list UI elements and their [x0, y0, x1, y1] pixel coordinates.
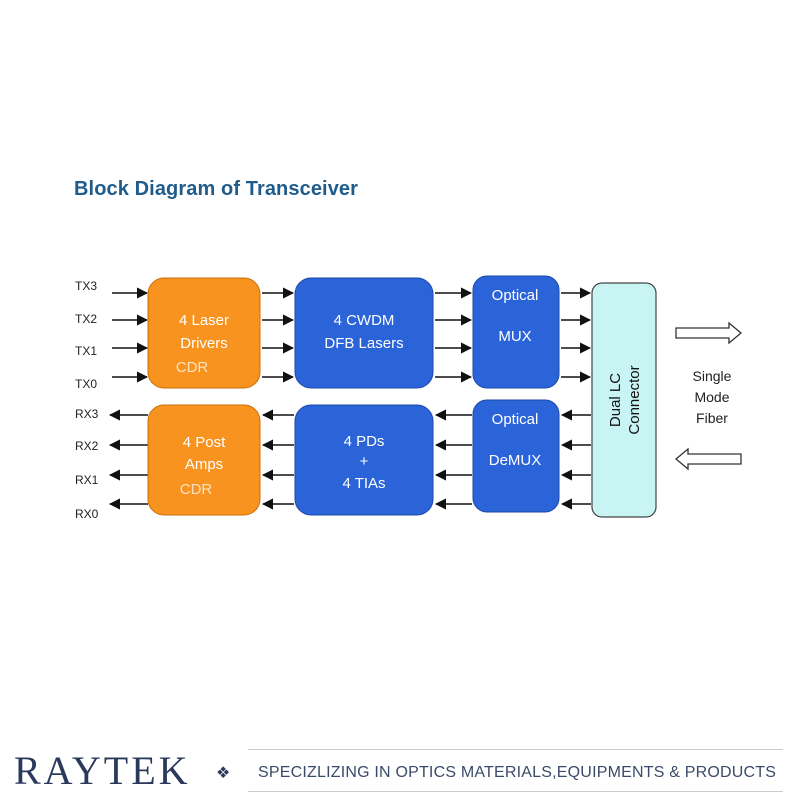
- mux-to-connector-arrows: [561, 287, 592, 383]
- pds-tias-line1: 4 PDs: [344, 433, 385, 450]
- raytek-logo: RAYTEK: [14, 748, 191, 793]
- pds-tias-block: [294, 404, 434, 516]
- fiber-in-arrow-icon: [674, 447, 742, 471]
- cwdm-lasers-line1: 4 CWDM: [334, 312, 395, 329]
- pds-tias-line2: +: [360, 453, 369, 470]
- tx2-label: TX2: [75, 312, 97, 326]
- tx0-label: TX0: [75, 377, 97, 391]
- post-amps-line1: 4 Post: [183, 434, 226, 451]
- footer-divider-top: [248, 749, 783, 750]
- laser-drivers-line2: Drivers: [180, 335, 228, 352]
- optical-mux-line2: MUX: [498, 328, 531, 345]
- diamond-icon: ❖: [216, 763, 231, 782]
- laser-to-mux-arrows: [435, 287, 473, 383]
- fiber-out-arrow-icon: [675, 321, 743, 345]
- connector-to-demux-arrows: [560, 409, 591, 510]
- connector-line2: Connector: [626, 365, 643, 434]
- transceiver-block-diagram: TX3 TX2 TX1 TX0 RX3 RX2 RX1 RX0 4 Laser …: [75, 275, 743, 521]
- footer: RAYTEK ❖ SPECIZLIZING IN OPTICS MATERIAL…: [0, 745, 800, 800]
- fiber-line1: Single: [693, 368, 732, 384]
- dual-lc-connector-block: [591, 282, 657, 518]
- laser-drivers-line3: CDR: [176, 359, 209, 376]
- footer-tagline: SPECIZLIZING IN OPTICS MATERIALS,EQUIPME…: [258, 764, 777, 781]
- rx2-label: RX2: [75, 439, 99, 453]
- post-amps-line2: Amps: [185, 456, 223, 473]
- tx1-label: TX1: [75, 344, 97, 358]
- optical-demux-block: [472, 399, 560, 513]
- laser-drivers-line1: 4 Laser: [179, 312, 229, 329]
- tx-input-arrows: [112, 287, 149, 383]
- cwdm-lasers-line2: DFB Lasers: [324, 335, 403, 352]
- optical-demux-line1: Optical: [492, 411, 539, 428]
- fiber-line3: Fiber: [696, 410, 728, 426]
- rx1-label: RX1: [75, 473, 99, 487]
- laser-drivers-block: [147, 277, 261, 389]
- page-title: Block Diagram of Transceiver: [74, 178, 359, 200]
- tia-to-amp-arrows: [261, 409, 294, 510]
- rx-output-arrows: [108, 409, 148, 510]
- footer-divider-bottom: [248, 791, 783, 792]
- post-amps-block: [147, 404, 261, 516]
- optical-demux-line2: DeMUX: [489, 452, 542, 469]
- fiber-line2: Mode: [694, 389, 729, 405]
- pds-tias-line3: 4 TIAs: [342, 475, 385, 492]
- optical-mux-line1: Optical: [492, 287, 539, 304]
- driver-to-laser-arrows: [262, 287, 295, 383]
- tx3-label: TX3: [75, 279, 97, 293]
- optical-mux-block: [472, 275, 560, 389]
- demux-to-pd-arrows: [434, 409, 472, 510]
- cwdm-lasers-block: [294, 277, 434, 389]
- rx0-label: RX0: [75, 507, 99, 521]
- rx3-label: RX3: [75, 407, 99, 421]
- connector-line1: Dual LC: [607, 373, 624, 427]
- post-amps-line3: CDR: [180, 481, 213, 498]
